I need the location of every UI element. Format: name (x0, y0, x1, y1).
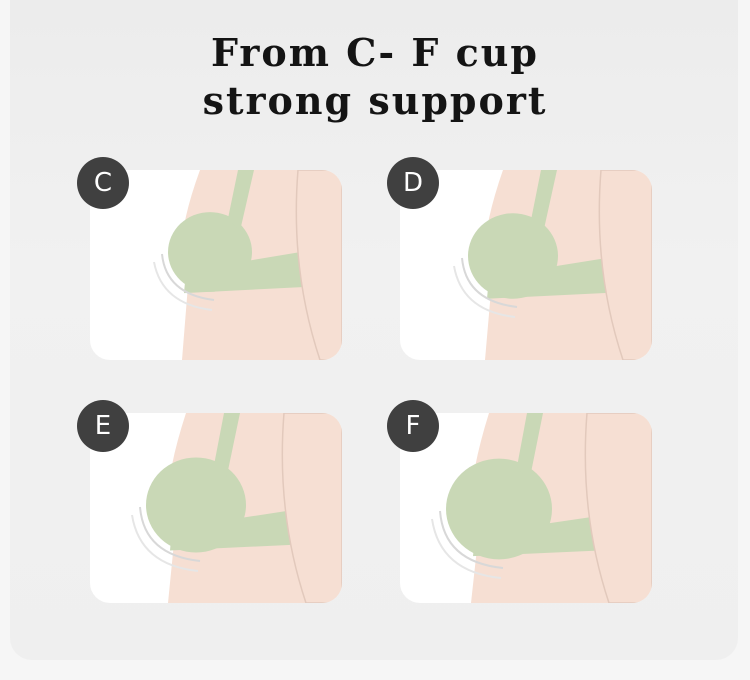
cup-size-badge-c: C (77, 157, 129, 209)
bust-d-illustration-icon (453, 170, 652, 360)
cup-card-d (400, 170, 652, 360)
bust-e-illustration-icon (131, 413, 342, 603)
headline-line-2: strong support (202, 78, 548, 123)
cup-card-e (90, 413, 342, 603)
bust-f-illustration-icon (431, 413, 652, 603)
cup-size-badge-f: F (387, 400, 439, 452)
cup-size-badge-d: D (387, 157, 439, 209)
cup-size-badge-e: E (77, 400, 129, 452)
headline-line-1: From C- F cup (211, 30, 539, 75)
cup-card-c (90, 170, 342, 360)
bust-c-illustration-icon (153, 170, 342, 360)
cup-card-f (400, 413, 652, 603)
